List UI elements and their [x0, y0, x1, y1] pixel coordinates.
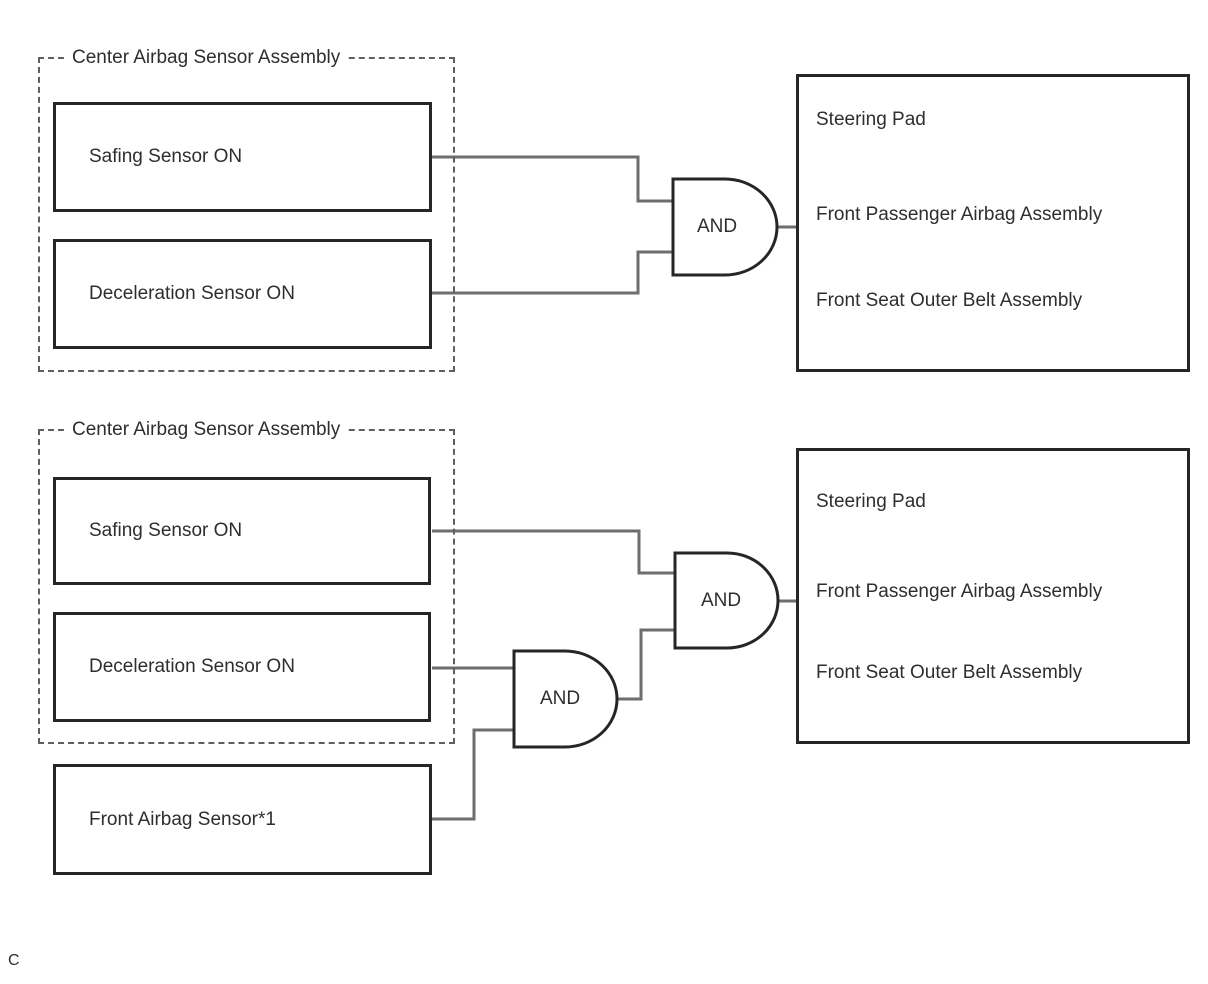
and-gate-2-outer-label: AND	[700, 590, 742, 611]
output-item-front-passenger-airbag: Front Passenger Airbag Assembly	[816, 581, 1103, 602]
group-label: Center Airbag Sensor Assembly	[64, 418, 349, 442]
and-gate-1	[671, 177, 779, 277]
and-gate-2-outer	[673, 551, 780, 650]
output-box-1: Steering Pad Front Passenger Airbag Asse…	[796, 74, 1190, 372]
and-gate-1-label: AND	[696, 216, 738, 237]
and-gate-2-inner-label: AND	[539, 688, 581, 709]
center-airbag-sensor-assembly-group-2: Center Airbag Sensor Assembly	[38, 418, 455, 744]
output-box-2: Steering Pad Front Passenger Airbag Asse…	[796, 448, 1190, 744]
output-item-steering-pad: Steering Pad	[816, 109, 926, 130]
front-airbag-sensor-box: Front Airbag Sensor*1	[53, 764, 432, 875]
center-airbag-sensor-assembly-group-1: Center Airbag Sensor Assembly	[38, 46, 455, 372]
wire-decel1-to-gate	[432, 250, 673, 295]
wire-safing2-to-gate	[432, 529, 675, 575]
output-item-front-seat-outer-belt: Front Seat Outer Belt Assembly	[816, 290, 1083, 311]
deceleration-sensor-box-2: Deceleration Sensor ON	[53, 612, 431, 722]
safing-sensor-box-1: Safing Sensor ON	[53, 102, 432, 212]
wire-safing1-to-gate	[432, 155, 673, 203]
footer-label-c: C	[8, 952, 20, 969]
deceleration-sensor-box-1: Deceleration Sensor ON	[53, 239, 432, 349]
output-item-steering-pad: Steering Pad	[816, 491, 926, 512]
deceleration-sensor-label: Deceleration Sensor ON	[89, 283, 295, 304]
output-item-front-seat-outer-belt: Front Seat Outer Belt Assembly	[816, 662, 1083, 683]
safing-sensor-label: Safing Sensor ON	[89, 146, 243, 167]
wire-front-sensor-to-gate	[432, 728, 514, 821]
safing-sensor-label: Safing Sensor ON	[89, 520, 243, 541]
front-airbag-sensor-label: Front Airbag Sensor*1	[89, 808, 276, 830]
group-label: Center Airbag Sensor Assembly	[64, 46, 349, 70]
safing-sensor-box-2: Safing Sensor ON	[53, 477, 431, 585]
and-gate-2-inner	[512, 649, 619, 749]
output-item-front-passenger-airbag: Front Passenger Airbag Assembly	[816, 204, 1103, 225]
deceleration-sensor-label: Deceleration Sensor ON	[89, 656, 295, 677]
wire-inner-gate-to-outer-gate	[615, 628, 675, 701]
